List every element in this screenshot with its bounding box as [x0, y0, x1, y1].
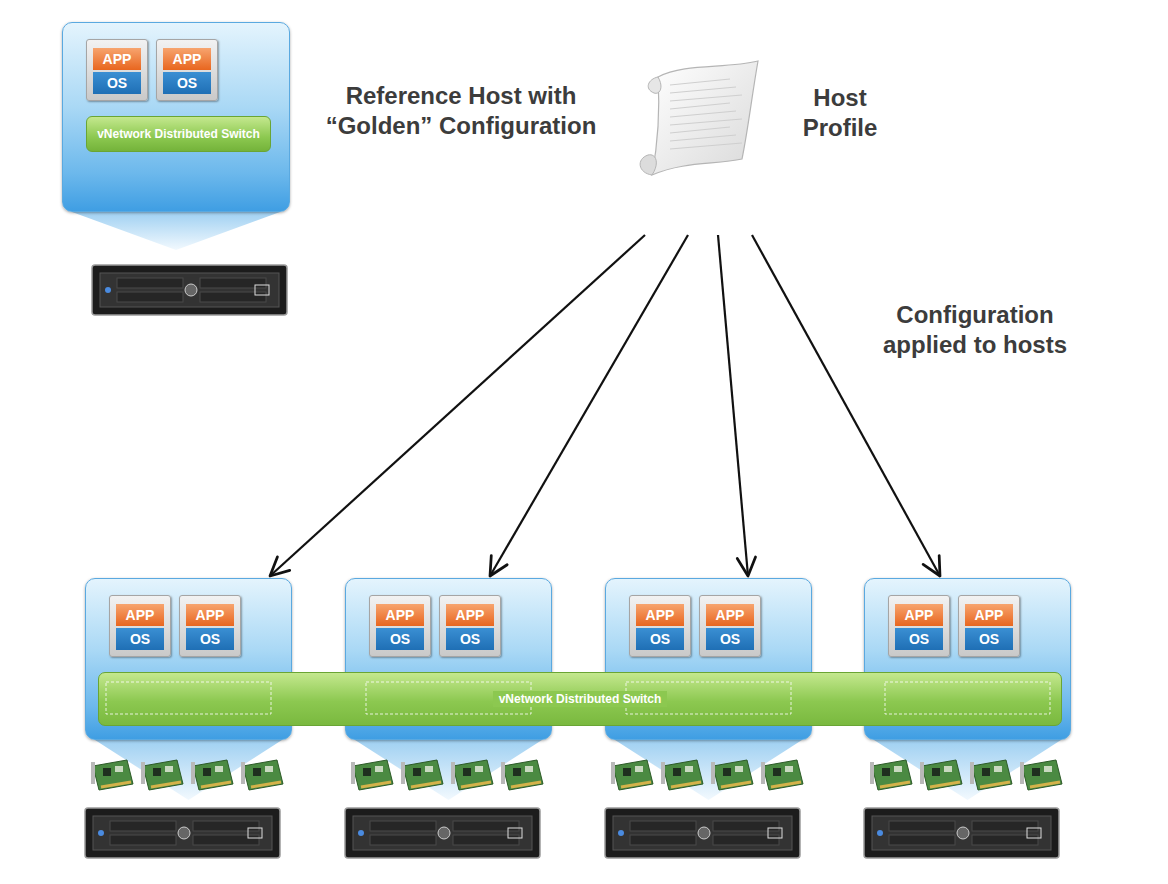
- network-card: [1020, 760, 1062, 790]
- virtual-machine: APPOS: [629, 595, 691, 657]
- network-card: [241, 760, 283, 790]
- virtual-machine: APPOS: [958, 595, 1020, 657]
- switch-label: vNetwork Distributed Switch: [493, 691, 668, 707]
- server-chassis: [605, 808, 800, 858]
- os-layer: OS: [965, 628, 1013, 650]
- os-layer: OS: [706, 628, 754, 650]
- network-card: [920, 760, 962, 790]
- server-chassis: [345, 808, 540, 858]
- network-card: [191, 760, 233, 790]
- virtual-machine: APPOS: [86, 39, 148, 101]
- app-layer: APP: [93, 48, 141, 70]
- host-hardware: [605, 740, 803, 858]
- network-card: [501, 760, 543, 790]
- os-layer: OS: [446, 628, 494, 650]
- network-card: [351, 760, 393, 790]
- virtual-machine: APPOS: [699, 595, 761, 657]
- heading: Reference Host with “Golden” Configurati…: [321, 81, 601, 141]
- os-layer: OS: [376, 628, 424, 650]
- config-arrow: [490, 235, 688, 576]
- virtual-machine: APPOS: [439, 595, 501, 657]
- app-layer: APP: [895, 604, 943, 626]
- server-chassis: [92, 265, 287, 315]
- virtual-machine: APPOS: [109, 595, 171, 657]
- note-label: Configuration applied to hosts: [865, 300, 1085, 360]
- os-layer: OS: [895, 628, 943, 650]
- app-layer: APP: [376, 604, 424, 626]
- distributed-switch-bar: vNetwork Distributed Switch: [98, 672, 1062, 726]
- os-layer: OS: [116, 628, 164, 650]
- heading: Host Profile: [780, 83, 900, 143]
- network-card: [611, 760, 653, 790]
- os-layer: OS: [163, 72, 211, 94]
- server-chassis: [864, 808, 1059, 858]
- network-card: [711, 760, 753, 790]
- network-card: [141, 760, 183, 790]
- network-card: [970, 760, 1012, 790]
- pointer-triangle: [72, 212, 280, 250]
- app-layer: APP: [186, 604, 234, 626]
- network-card: [661, 760, 703, 790]
- app-layer: APP: [163, 48, 211, 70]
- host-hardware: [864, 740, 1062, 858]
- host-hardware: [345, 740, 543, 858]
- network-card: [761, 760, 803, 790]
- config-arrow: [752, 235, 940, 576]
- app-layer: APP: [965, 604, 1013, 626]
- app-layer: APP: [446, 604, 494, 626]
- switch-label: vNetwork Distributed Switch: [97, 127, 260, 141]
- virtual-machine: APPOS: [179, 595, 241, 657]
- app-layer: APP: [636, 604, 684, 626]
- distributed-switch: vNetwork Distributed Switch: [86, 116, 271, 152]
- network-card: [401, 760, 443, 790]
- os-layer: OS: [186, 628, 234, 650]
- app-layer: APP: [706, 604, 754, 626]
- app-layer: APP: [116, 604, 164, 626]
- virtual-machine: APPOS: [888, 595, 950, 657]
- config-arrow: [718, 235, 748, 576]
- host-profile: Host Profile: [630, 55, 880, 235]
- network-card: [870, 760, 912, 790]
- profile-scroll-icon: [630, 55, 770, 185]
- virtual-machine: APPOS: [156, 39, 218, 101]
- os-layer: OS: [636, 628, 684, 650]
- host-hardware: [85, 740, 283, 858]
- os-layer: OS: [93, 72, 141, 94]
- virtual-machine: APPOS: [369, 595, 431, 657]
- host-panel: Reference Host with “Golden” Configurati…: [62, 22, 290, 212]
- network-card: [451, 760, 493, 790]
- host-hardware: [72, 212, 287, 315]
- network-card: [91, 760, 133, 790]
- server-chassis: [85, 808, 280, 858]
